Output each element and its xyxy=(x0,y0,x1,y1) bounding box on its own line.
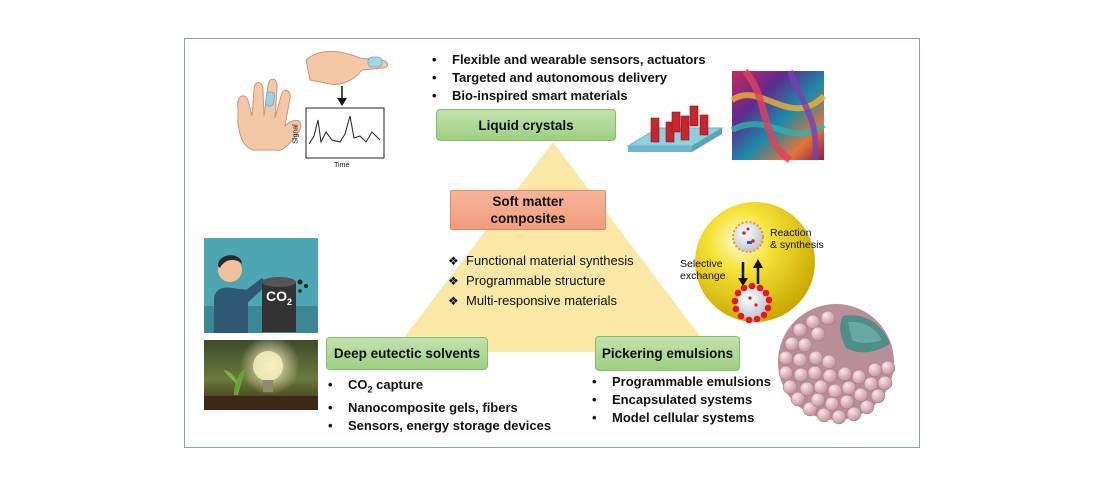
deep-eutectic-applications: •CO2 capture •Nanocomposite gels, fibers… xyxy=(328,376,551,435)
colloidosome-sphere xyxy=(778,304,896,425)
list-item: ❖Functional material synthesis xyxy=(448,253,634,268)
pickering-applications: •Programmable emulsions •Encapsulated sy… xyxy=(592,373,771,427)
list-item: •Programmable emulsions xyxy=(592,374,771,389)
list-item: ❖Programmable structure xyxy=(448,273,606,288)
liquid-crystals-applications: •Flexible and wearable sensors, actuator… xyxy=(432,51,706,105)
lc-pillar-array xyxy=(626,105,724,152)
center-box-line1: Soft matter xyxy=(492,194,564,209)
lightbulb-plant-image xyxy=(204,335,318,410)
list-item: ❖Multi-responsive materials xyxy=(448,293,617,308)
list-item: •Nanocomposite gels, fibers xyxy=(328,399,518,415)
liquid-crystals-box: Liquid crystals xyxy=(436,109,616,141)
center-box-line2: composites xyxy=(490,211,566,226)
reaction-synthesis-label: Reaction & synthesis xyxy=(770,227,824,251)
list-item: •Encapsulated systems xyxy=(592,392,753,407)
colorful-fiber-image xyxy=(730,68,827,163)
list-item: •Targeted and autonomous delivery xyxy=(432,70,668,85)
co2-canister-main: CO xyxy=(266,288,287,304)
plot-y-axis-label: Signal xyxy=(292,124,300,144)
list-item: •CO2 capture xyxy=(328,377,424,395)
list-item: •Sensors, energy storage devices xyxy=(328,417,552,433)
finger-illustration xyxy=(305,51,388,85)
selective-exchange-label: Selective exchange xyxy=(680,258,726,282)
list-item: •Model cellular systems xyxy=(592,410,755,425)
co2-canister-sub: 2 xyxy=(287,296,293,307)
sensor-signal-plot xyxy=(305,107,385,159)
soft-matter-composites-box: Soft matter composites xyxy=(450,190,606,230)
deep-eutectic-solvents-box: Deep eutectic solvents xyxy=(326,337,488,370)
list-item: •Bio-inspired smart materials xyxy=(432,88,628,103)
co2-capture-image xyxy=(204,238,318,333)
pickering-emulsions-box: Pickering emulsions xyxy=(595,336,740,371)
list-item: •Flexible and wearable sensors, actuator… xyxy=(432,52,706,67)
hand-illustration xyxy=(237,78,302,151)
plot-x-axis-label: Time xyxy=(334,162,350,169)
central-triangle xyxy=(393,142,712,352)
emulsion-droplet xyxy=(695,202,815,324)
co2-canister-label: CO2 xyxy=(266,288,292,307)
center-feature-list: ❖Functional material synthesis ❖Programm… xyxy=(448,251,634,311)
